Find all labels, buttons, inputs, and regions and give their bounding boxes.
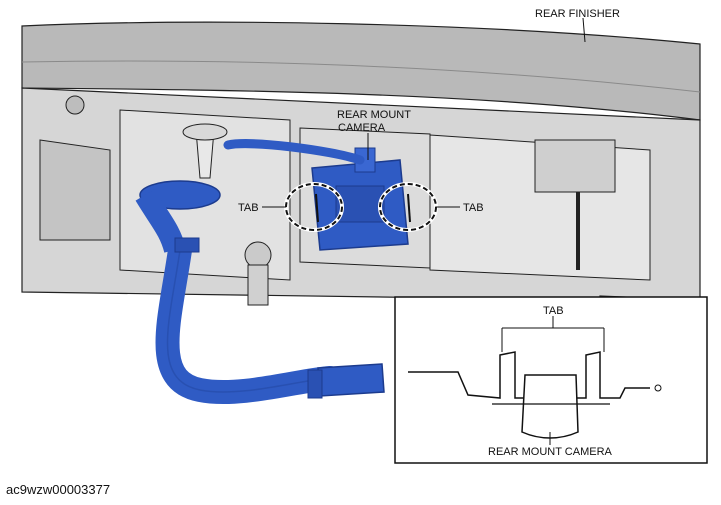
rear-mount-camera — [311, 147, 409, 251]
tab-label-right: TAB — [463, 202, 484, 214]
camera-harness — [135, 123, 385, 405]
figure-id-caption: ac9wzw00003377 — [6, 482, 111, 497]
tab-label-left: TAB — [238, 202, 259, 214]
leader-lines — [262, 17, 586, 208]
inset-cross-section — [394, 296, 708, 464]
rear-finisher-label: REAR FINISHER — [535, 8, 620, 20]
camera-label-line1: REAR MOUNT — [337, 109, 411, 121]
inset-tab-label: TAB — [543, 305, 564, 317]
camera-label-line2: CAMERA — [338, 122, 386, 134]
inset-camera-label: REAR MOUNT CAMERA — [488, 446, 613, 458]
